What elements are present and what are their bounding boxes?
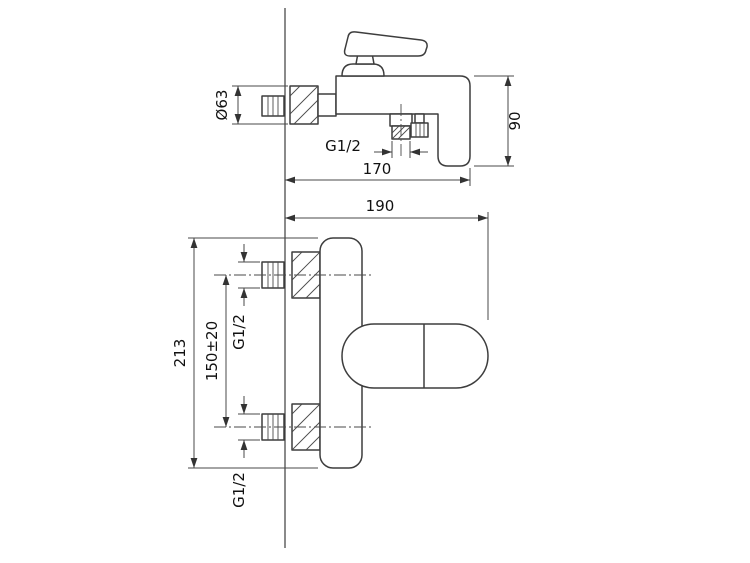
dim-height-90: 90 [474, 75, 524, 167]
dim-upper-thread: G1/2 [230, 244, 260, 350]
inlet-fitting-side [261, 95, 285, 117]
dim-label-width-190: 190 [366, 197, 395, 215]
diverter-hatch [415, 123, 425, 137]
dim-inlet-spacing: 150±20 [203, 275, 230, 427]
body-capsule-front [341, 323, 489, 389]
dim-height-213: 213 [171, 237, 318, 469]
dim-spout-thread: G1/2 [325, 137, 428, 158]
spout-outlet [389, 104, 413, 158]
mixer-body-side [335, 75, 471, 167]
dim-flange-diameter: Ø63 [213, 85, 288, 125]
inlet-thread-hatch [267, 96, 279, 116]
dim-label-upper-thread: G1/2 [230, 314, 248, 350]
dim-label-spout-thread: G1/2 [325, 137, 361, 155]
aerator-hatch [391, 125, 411, 140]
dim-label-height-213: 213 [171, 339, 189, 368]
front-view: 190 213 150±20 G1/2 G1/2 [171, 197, 489, 508]
cartridge-cover [341, 63, 385, 77]
flange-hatch-side [289, 85, 319, 125]
handle-lever [343, 31, 428, 57]
side-view: Ø63 G1/2 170 90 [213, 31, 524, 186]
dim-label-lower-thread: G1/2 [230, 472, 248, 508]
dim-lower-thread: G1/2 [230, 396, 260, 508]
dim-depth-170: 170 [285, 160, 471, 186]
dim-label-inlet-spacing: 150±20 [203, 321, 221, 381]
dim-label-depth-170: 170 [363, 160, 392, 178]
dim-label-height-90: 90 [506, 111, 524, 130]
dim-label-flange-diameter: Ø63 [213, 90, 231, 121]
diverter-knob [410, 113, 429, 138]
dim-width-190: 190 [285, 197, 489, 320]
wall-flange-side [289, 85, 319, 125]
eccentric-connector-side [317, 93, 337, 117]
